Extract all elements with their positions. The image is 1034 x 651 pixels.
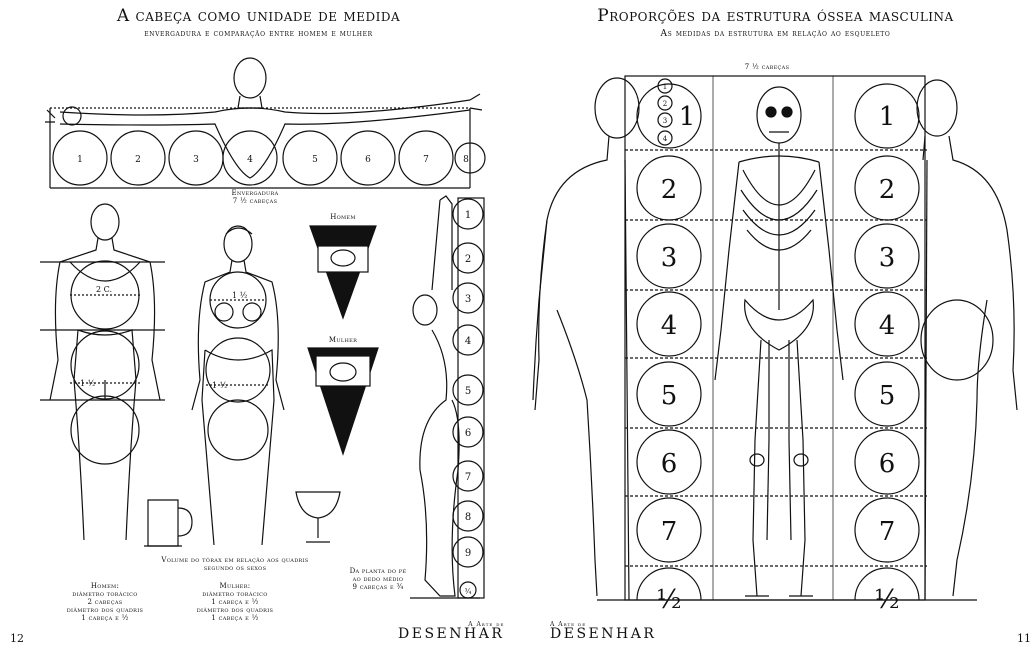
left-illustration: 1 2 3 4 5 6 7 8 2 C. 1 ½ 1 ½ 1 ½ 1 2 3 4…	[0, 0, 517, 651]
woman-caption-line: 1 cabeça e ½	[180, 598, 290, 606]
man-caption-line: diâmetro torácico	[50, 590, 160, 598]
standing-number-9: 9	[465, 548, 471, 559]
standing-number-3: 3	[465, 294, 471, 305]
right-page-number: 11	[1017, 632, 1031, 645]
left-column-number-1: 1	[679, 102, 696, 132]
right-column-number-half: ½	[874, 585, 899, 615]
woman-caption-line: diâmetro dos quadris	[180, 606, 290, 614]
standing-number-4: 4	[465, 336, 471, 347]
left-column-number-7: 7	[661, 517, 678, 547]
left-page: A cabeça como unidade de medida envergad…	[0, 0, 517, 651]
span-caption-line-2: 7 ½ cabeças	[200, 197, 310, 205]
woman-caption-line: 1 cabeça e ½	[180, 614, 290, 622]
left-column-number-half: ½	[656, 585, 681, 615]
woman-caption-line: Mulher:	[180, 582, 290, 590]
man-caption-line: diâmetro dos quadris	[50, 606, 160, 614]
woman-caption: Mulher: diâmetro torácico 1 cabeça e ½ d…	[180, 582, 290, 622]
span-number-8: 8	[463, 155, 469, 165]
skeleton-figure	[715, 87, 843, 596]
man-chest-label: 2 C.	[96, 285, 112, 294]
span-number-5: 5	[312, 155, 318, 165]
woman-caption-line: diâmetro torácico	[180, 590, 290, 598]
standing-number-1: 1	[465, 210, 471, 221]
front-man-figure	[533, 78, 639, 600]
man-caption-line: 2 cabeças	[50, 598, 160, 606]
goblet-icon	[296, 492, 340, 542]
small-number-2: 2	[663, 100, 667, 108]
span-circles	[53, 107, 485, 185]
span-number-1: 1	[77, 155, 83, 165]
span-number-2: 2	[135, 155, 141, 165]
woman-hip-label: 1 ½	[212, 381, 228, 390]
span-number-4: 4	[247, 155, 253, 165]
foot-caption-line: Da planta do pé	[338, 567, 418, 575]
span-numbers: 1 2 3 4 5 6 7 8	[77, 155, 469, 165]
mug-icon	[144, 500, 192, 546]
standing-number-2: 2	[465, 254, 471, 265]
body-labels: 2 C. 1 ½ 1 ½ 1 ½	[80, 285, 248, 390]
left-column-number-6: 6	[661, 449, 678, 479]
span-number-6: 6	[365, 155, 371, 165]
left-column-number-3: 3	[661, 243, 678, 273]
man-caption-line: 1 cabeça e ½	[50, 614, 160, 622]
span-caption: Envergadura 7 ½ cabeças	[200, 189, 310, 205]
right-column-number-5: 5	[879, 381, 896, 411]
arm-span-figure	[45, 58, 482, 188]
foot-caption-line: 9 cabeças e ¾	[338, 583, 418, 591]
left-column-number-2: 2	[661, 175, 678, 205]
right-column-number-2: 2	[879, 175, 896, 205]
proportion-grid	[597, 76, 977, 600]
right-column-number-7: 7	[879, 517, 896, 547]
small-number-3: 3	[663, 117, 667, 125]
right-brand-logo: A Arte de DESENHAR	[550, 621, 656, 640]
mulher-cone	[308, 348, 378, 454]
left-column-number-4: 4	[661, 311, 678, 341]
homem-cone	[310, 226, 376, 318]
left-brand-logo: A Arte de DESENHAR	[398, 621, 504, 640]
right-brand-big: DESENHAR	[550, 628, 656, 640]
back-man-figure	[917, 80, 1017, 600]
span-number-3: 3	[193, 155, 199, 165]
right-illustration: 1 2 3 4 1 2 3 4 5 6 7 ½ 1 2 3 4 5 6 7 ½	[517, 0, 1034, 651]
left-brand-big: DESENHAR	[398, 628, 504, 640]
woman-chest-label: 1 ½	[232, 291, 248, 300]
man-caption: Homem: diâmetro torácico 2 cabeças diâme…	[50, 582, 160, 622]
standing-number-8: 8	[465, 512, 471, 523]
small-number-4: 4	[663, 135, 668, 143]
standing-number-5: 5	[465, 386, 471, 397]
mulher-label: Mulher	[318, 336, 368, 344]
man-figure	[40, 204, 165, 540]
standing-number-7: 7	[465, 472, 471, 483]
homem-label: Homem	[318, 213, 368, 221]
man-caption-line: Homem:	[50, 582, 160, 590]
standing-numbers: 1 2 3 4 5 6 7 8 9 ¾	[465, 210, 472, 596]
right-column-number-1: 1	[879, 102, 896, 132]
standing-number-6: 6	[465, 428, 471, 439]
right-page: Proporções da estrutura óssea masculina …	[517, 0, 1034, 651]
right-column-number-6: 6	[879, 449, 896, 479]
foot-caption-line: ao dedo médio	[338, 575, 418, 583]
left-column-number-5: 5	[661, 381, 678, 411]
right-column-number-3: 3	[879, 243, 896, 273]
man-hip-label: 1 ½	[80, 379, 96, 388]
foot-caption: Da planta do pé ao dedo médio 9 cabeças …	[338, 567, 418, 591]
span-number-7: 7	[423, 155, 429, 165]
left-page-number: 12	[10, 632, 24, 645]
standing-number-fraction: ¾	[465, 588, 472, 596]
small-number-1: 1	[663, 83, 667, 91]
right-column-number-4: 4	[879, 311, 896, 341]
volume-caption: Volume do tórax em relação aos quadris s…	[160, 556, 310, 572]
span-caption-line-1: Envergadura	[200, 189, 310, 197]
woman-figure	[192, 226, 284, 545]
